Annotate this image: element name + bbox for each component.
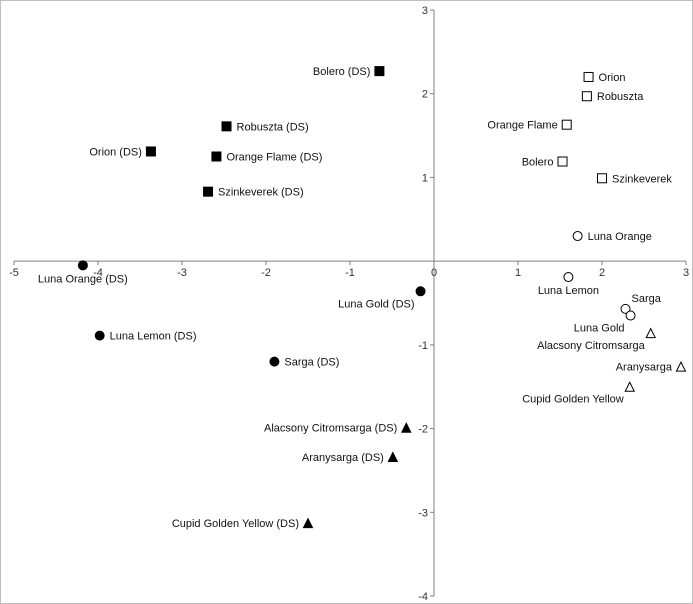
point-label: Sarga (DS) [284, 357, 339, 369]
point-label: Robuszta [597, 91, 644, 103]
y-tick-label: -4 [418, 591, 428, 603]
point-square [557, 156, 568, 167]
tick-labels: -5 -4 -3 -2 -1 0 1 2 3 -4 -3 -2 -1 1 2 3 [9, 5, 689, 603]
x-tick-label: 3 [683, 267, 689, 279]
point-label: Luna Orange [588, 231, 652, 243]
point-label: Orion (DS) [89, 146, 142, 158]
point-circle [415, 286, 426, 297]
point-circle [620, 303, 631, 314]
point-label: Aranysarga [616, 362, 673, 374]
point-circle [625, 310, 636, 321]
point-square [581, 91, 592, 102]
x-tick-label: 1 [515, 267, 521, 279]
x-tick-label: 2 [599, 267, 605, 279]
point-label: Luna Gold (DS) [338, 298, 414, 310]
point-label: Luna Lemon [538, 285, 599, 297]
point-square [211, 151, 222, 162]
point-triangle [387, 451, 399, 463]
point-square [145, 146, 156, 157]
y-tick-label: -1 [418, 340, 428, 352]
x-tick-label: 0 [431, 267, 437, 279]
y-tick-label: 3 [422, 5, 428, 17]
point-square [583, 71, 594, 82]
x-tick-label: -5 [9, 267, 19, 279]
point-circle [269, 356, 280, 367]
point-label: Robuszta (DS) [237, 121, 309, 133]
point-label: Luna Orange (DS) [38, 273, 128, 285]
x-tick-label: -1 [345, 267, 355, 279]
y-tick-label: 1 [422, 172, 428, 184]
point-triangle [645, 327, 657, 339]
y-tick-label: -3 [418, 507, 428, 519]
point-labels: Bolero (DS) Robuszta (DS) Orion (DS) Orange… [38, 66, 673, 530]
y-tick-label: 2 [422, 89, 428, 101]
point-label: Aranysarga (DS) [302, 452, 384, 464]
point-square [597, 173, 607, 184]
point-circle [94, 330, 105, 341]
point-label: Sarga [632, 293, 662, 305]
point-triangle [400, 422, 412, 433]
point-square [374, 66, 385, 77]
point-square [203, 186, 214, 197]
point-label: Luna Lemon (DS) [110, 331, 197, 343]
point-label: Szinkeverek [612, 173, 672, 185]
point-circle [572, 231, 583, 242]
point-label: Orion [599, 72, 626, 84]
point-triangle [302, 517, 314, 529]
point-triangle [624, 381, 636, 392]
data-points [77, 66, 687, 529]
point-triangle [675, 361, 687, 372]
point-label: Cupid Golden Yellow (DS) [172, 518, 299, 530]
point-label: Orange Flame [487, 120, 557, 132]
point-label: Orange Flame (DS) [226, 152, 322, 164]
point-circle [563, 272, 574, 283]
point-label: Alacsony Citromsarga (DS) [264, 423, 397, 435]
point-label: Szinkeverek (DS) [218, 187, 304, 199]
point-label: Bolero (DS) [313, 66, 370, 78]
point-square [561, 119, 572, 130]
x-tick-label: -4 [93, 267, 103, 279]
y-tick-label: -2 [418, 424, 428, 436]
point-label: Bolero [522, 157, 554, 169]
point-label: Cupid Golden Yellow [522, 394, 624, 406]
point-circle [77, 260, 88, 271]
point-label: Luna Gold [574, 323, 625, 335]
point-square [221, 121, 232, 132]
point-label: Alacsony Citromsarga [537, 340, 645, 352]
x-tick-label: -3 [177, 267, 187, 279]
x-tick-label: -2 [261, 267, 271, 279]
